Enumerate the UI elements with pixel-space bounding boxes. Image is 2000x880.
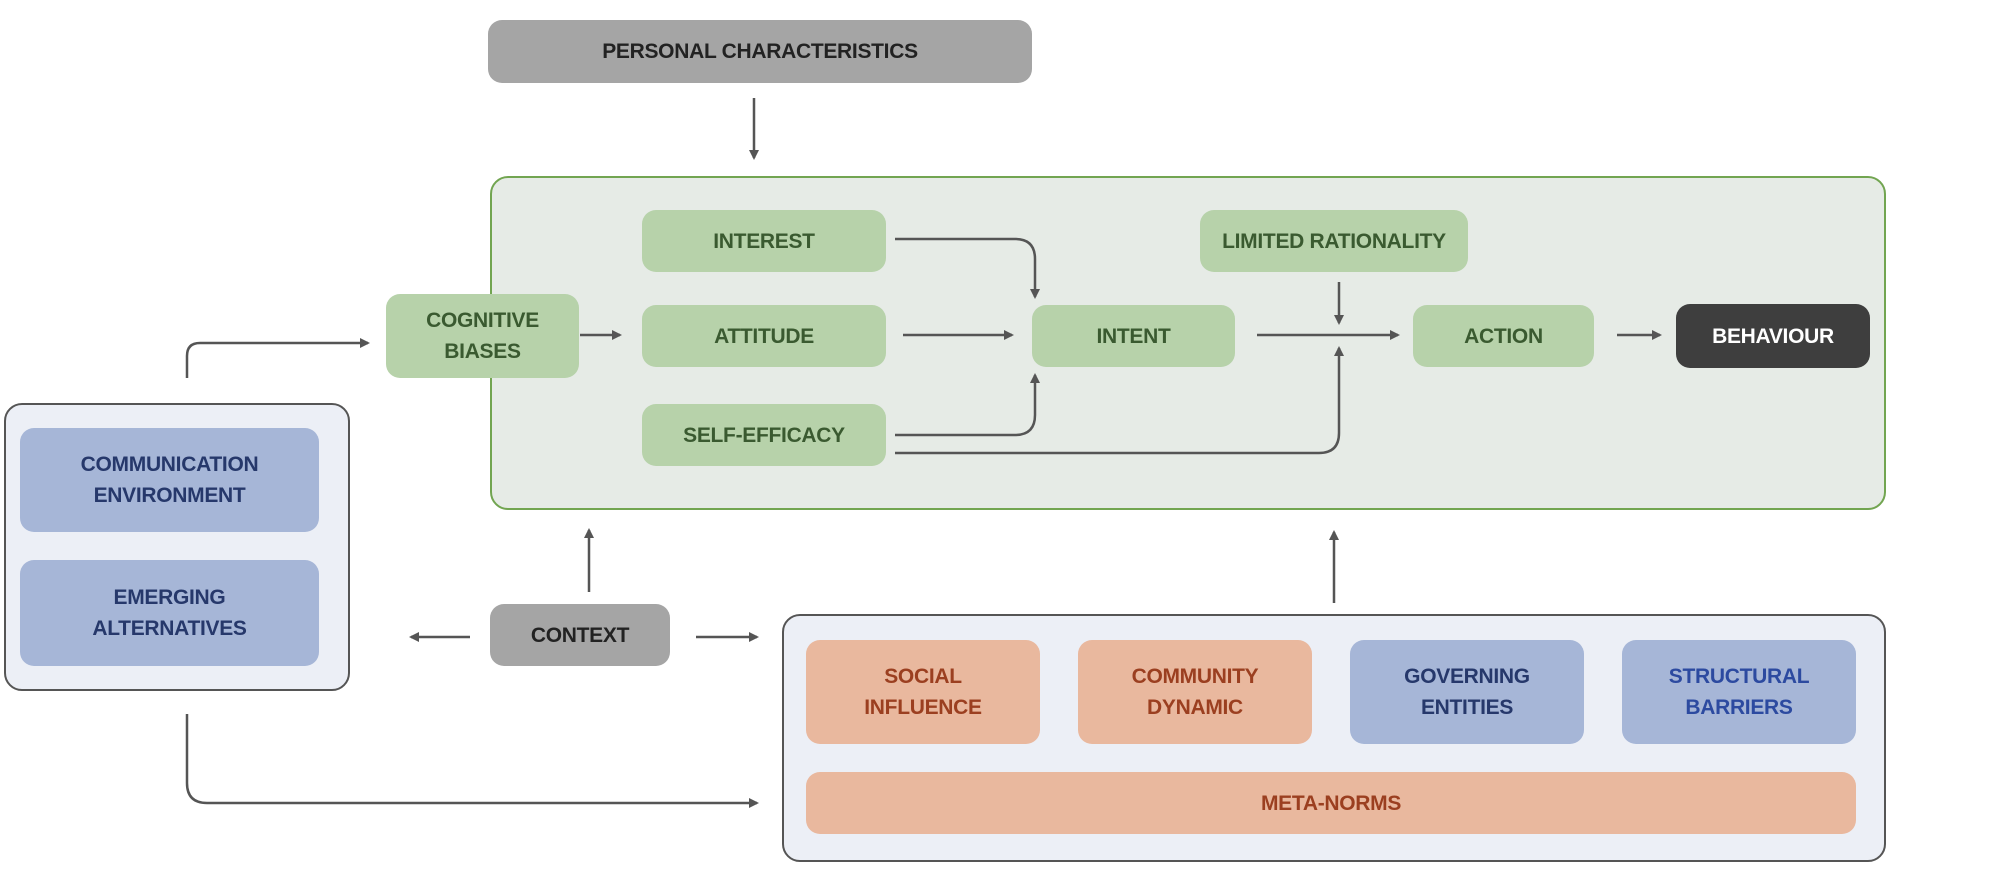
cognitive-biases-label-line2: BIASES (444, 340, 521, 363)
interest-box: INTEREST (642, 210, 886, 272)
personal-characteristics-label: PERSONAL CHARACTERISTICS (602, 40, 918, 63)
communication-environment-label-line2: ENVIRONMENT (93, 484, 246, 507)
context-label: CONTEXT (530, 623, 630, 647)
structural-barriers-label-line1: STRUCTURAL (1668, 665, 1810, 688)
action-box: ACTION (1413, 305, 1594, 367)
governing-entities-box: GOVERNING ENTITIES (1350, 640, 1584, 744)
attitude-label: ATTITUDE (714, 324, 814, 348)
emerging-alternatives-box: EMERGING ALTERNATIVES (20, 560, 319, 666)
meta-norms-box: META-NORMS (806, 772, 1856, 834)
behaviour-label: BEHAVIOUR (1712, 324, 1834, 348)
emerging-alternatives-label-line1: EMERGING (113, 586, 226, 609)
social-influence-label-line1: SOCIAL (884, 665, 962, 688)
structural-barriers-box: STRUCTURAL BARRIERS (1622, 640, 1856, 744)
governing-entities-label-line2: ENTITIES (1420, 696, 1514, 719)
behaviour-box: BEHAVIOUR (1676, 304, 1870, 368)
intent-label: INTENT (1096, 324, 1171, 348)
meta-norms-label: META-NORMS (1260, 791, 1402, 815)
community-dynamic-box: COMMUNITY DYNAMIC (1078, 640, 1312, 744)
limited-rationality-label: LIMITED RATIONALITY (1222, 229, 1446, 253)
social-influence-label-line2: INFLUENCE (864, 696, 982, 719)
arrow-interest-to-intent (895, 237, 1040, 299)
arrow-env-to-metanorms (185, 714, 759, 808)
structural-barriers-label-line2: BARRIERS (1685, 696, 1793, 719)
self-efficacy-box: SELF-EFFICACY (642, 404, 886, 466)
context-box: CONTEXT (490, 604, 670, 666)
communication-environment-label-line1: COMMUNICATION (80, 453, 259, 476)
arrow-env-to-biases (185, 338, 370, 378)
social-influence-box: SOCIAL INFLUENCE (806, 640, 1040, 744)
community-dynamic-label-line2: DYNAMIC (1147, 696, 1243, 719)
action-label: ACTION (1464, 324, 1543, 348)
attitude-box: ATTITUDE (642, 305, 886, 367)
intent-box: INTENT (1032, 305, 1235, 367)
arrow-selfefficacy-to-action (895, 346, 1344, 455)
cognitive-biases-box: COGNITIVE BIASES (386, 294, 579, 378)
cognitive-biases-label-line1: COGNITIVE (426, 309, 539, 332)
communication-environment-box: COMMUNICATION ENVIRONMENT (20, 428, 319, 532)
community-dynamic-label-line1: COMMUNITY (1131, 665, 1259, 688)
governing-entities-label-line1: GOVERNING (1404, 665, 1530, 688)
interest-label: INTEREST (713, 229, 815, 253)
limited-rationality-box: LIMITED RATIONALITY (1200, 210, 1468, 272)
emerging-alternatives-label-line2: ALTERNATIVES (92, 617, 247, 640)
arrow-selfefficacy-to-intent (895, 373, 1040, 437)
personal-characteristics-box: PERSONAL CHARACTERISTICS (488, 20, 1032, 83)
self-efficacy-label: SELF-EFFICACY (683, 423, 845, 447)
